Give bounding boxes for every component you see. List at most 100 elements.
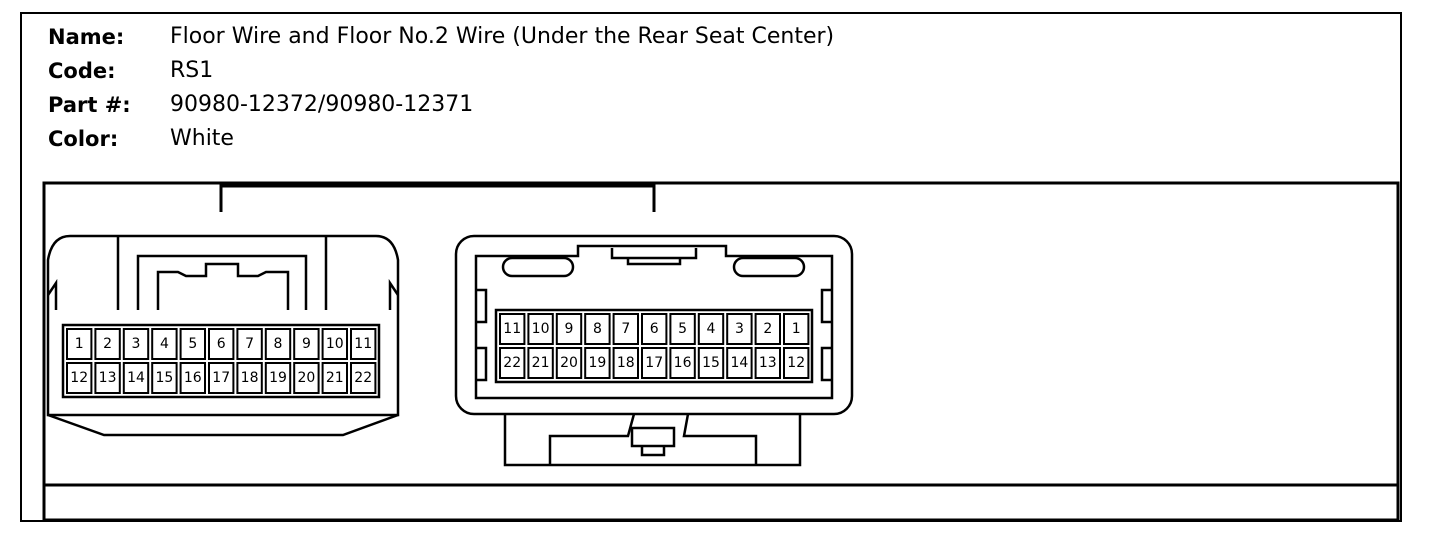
right-connector-pin-cell bbox=[499, 347, 526, 379]
name-value: Floor Wire and Floor No.2 Wire (Under th… bbox=[170, 24, 835, 49]
right-connector-pin-label: 3 bbox=[735, 321, 744, 337]
right-connector-left-slot bbox=[501, 256, 575, 278]
right-connector-lock-tab bbox=[630, 426, 676, 457]
left-connector-pin-label: 9 bbox=[302, 336, 311, 352]
right-connector-pin-label: 13 bbox=[759, 355, 777, 371]
color-label: Color: bbox=[48, 127, 119, 151]
right-connector-pin-cell bbox=[783, 347, 810, 379]
left-connector-pin-label: 11 bbox=[354, 336, 372, 352]
left-connector-pin-cell bbox=[236, 328, 263, 360]
left-connector-pin-label: 15 bbox=[155, 370, 173, 386]
right-connector-pin-label: 1 bbox=[792, 321, 801, 337]
right-connector-right-slot bbox=[732, 256, 806, 278]
left-connector-latch-walls bbox=[116, 236, 328, 310]
right-connector-pin-label: 2 bbox=[763, 321, 772, 337]
left-connector-pin-cell bbox=[208, 362, 235, 394]
right-connector-pin-label: 4 bbox=[707, 321, 716, 337]
right-connector-pin-cell bbox=[726, 313, 753, 345]
right-connector-pin-cell bbox=[697, 347, 725, 379]
right-connector-pin-label: 17 bbox=[645, 355, 663, 371]
left-connector-pin-cell bbox=[94, 362, 121, 394]
right-connector-pin-label: 19 bbox=[588, 355, 606, 371]
left-connector-pin-cell bbox=[122, 362, 150, 394]
right-connector-body bbox=[454, 234, 854, 416]
left-connector-pin-label: 4 bbox=[160, 336, 169, 352]
right-connector-pin-cell bbox=[584, 313, 611, 345]
left-connector-pin-cell bbox=[208, 328, 235, 360]
right-connector-pin-cell bbox=[726, 347, 753, 379]
left-connector-pin-label: 8 bbox=[274, 336, 283, 352]
part-label: Part #: bbox=[48, 93, 131, 117]
right-connector-pin-cell bbox=[555, 313, 583, 345]
right-connector-inner-shell bbox=[474, 244, 834, 400]
right-connector-pin-cell bbox=[612, 347, 639, 379]
left-connector-pin-label: 13 bbox=[99, 370, 117, 386]
left-connector-pin-label: 19 bbox=[269, 370, 287, 386]
right-connector-pin-cell bbox=[641, 347, 668, 379]
right-connector-pin-cell bbox=[527, 347, 554, 379]
left-connector-pin-cell bbox=[293, 328, 320, 360]
left-connector-pin-cell bbox=[350, 362, 377, 394]
left-connector-pin-label: 18 bbox=[241, 370, 259, 386]
left-connector-pin-label: 1 bbox=[75, 336, 84, 352]
right-connector-right-ribs bbox=[820, 288, 832, 382]
right-connector-left-ribs bbox=[476, 288, 488, 382]
color-value: White bbox=[170, 126, 234, 151]
left-connector-pin-label: 21 bbox=[326, 370, 344, 386]
name-label: Name: bbox=[48, 25, 125, 49]
right-connector-pin-cell bbox=[697, 313, 725, 345]
left-connector-pin-label: 7 bbox=[245, 336, 254, 352]
left-connector-pin-label: 5 bbox=[188, 336, 197, 352]
left-connector-pin-cell bbox=[66, 328, 93, 360]
right-connector-pin-label: 22 bbox=[503, 355, 521, 371]
part-value: 90980-12372/90980-12371 bbox=[170, 92, 474, 117]
right-connector-pin-cell bbox=[584, 347, 611, 379]
left-connector-pin-cell bbox=[179, 362, 207, 394]
left-connector-pin-label: 17 bbox=[212, 370, 230, 386]
left-connector-pin-cell bbox=[151, 328, 178, 360]
right-connector-pin-label: 7 bbox=[621, 321, 630, 337]
right-connector-pin-label: 18 bbox=[617, 355, 635, 371]
right-connector-pin-cell bbox=[527, 313, 554, 345]
left-connector-body bbox=[46, 234, 400, 417]
left-connector-pin-label: 10 bbox=[326, 336, 344, 352]
left-connector-side-notches bbox=[46, 278, 400, 310]
left-connector-lock-tab bbox=[156, 262, 290, 310]
right-connector-lock bbox=[548, 413, 758, 465]
right-connector-pin-label: 9 bbox=[565, 321, 574, 337]
right-connector-pin-cell bbox=[641, 313, 668, 345]
right-connector-pin-label: 6 bbox=[650, 321, 659, 337]
right-connector-pin-label: 5 bbox=[678, 321, 687, 337]
left-connector-pin-label: 16 bbox=[184, 370, 202, 386]
right-connector-pin-label: 11 bbox=[503, 321, 521, 337]
right-connector-pin-cell bbox=[754, 347, 781, 379]
right-connector-pin-label: 14 bbox=[730, 355, 748, 371]
left-connector-pin-cell bbox=[293, 362, 320, 394]
right-connector-pin-cell bbox=[499, 313, 526, 345]
right-connector-pin-label: 10 bbox=[532, 321, 550, 337]
left-connector-pin-cell bbox=[122, 328, 150, 360]
right-connector-pin-cell bbox=[754, 313, 781, 345]
left-connector-pin-label: 20 bbox=[297, 370, 315, 386]
left-connector-pin-label: 6 bbox=[217, 336, 226, 352]
left-connector-pin-cell bbox=[264, 328, 292, 360]
right-connector-pin-label: 20 bbox=[560, 355, 578, 371]
left-connector-pin-cell bbox=[350, 328, 377, 360]
right-connector-pin-cell bbox=[612, 313, 639, 345]
right-connector-pin-cell bbox=[555, 347, 583, 379]
left-connector-pin-cell bbox=[264, 362, 292, 394]
right-connector-top-key bbox=[610, 248, 698, 266]
right-connector-pin-label: 21 bbox=[532, 355, 550, 371]
right-connector-pin-label: 16 bbox=[674, 355, 692, 371]
right-connector-pin-cell bbox=[669, 347, 696, 379]
left-connector-pin-cell bbox=[66, 362, 93, 394]
right-connector-pin-label: 8 bbox=[593, 321, 602, 337]
left-connector-pin-label: 3 bbox=[132, 336, 141, 352]
right-connector-pin-cell bbox=[783, 313, 810, 345]
left-connector-pin-cell bbox=[236, 362, 263, 394]
right-connector-pin-label: 15 bbox=[702, 355, 720, 371]
